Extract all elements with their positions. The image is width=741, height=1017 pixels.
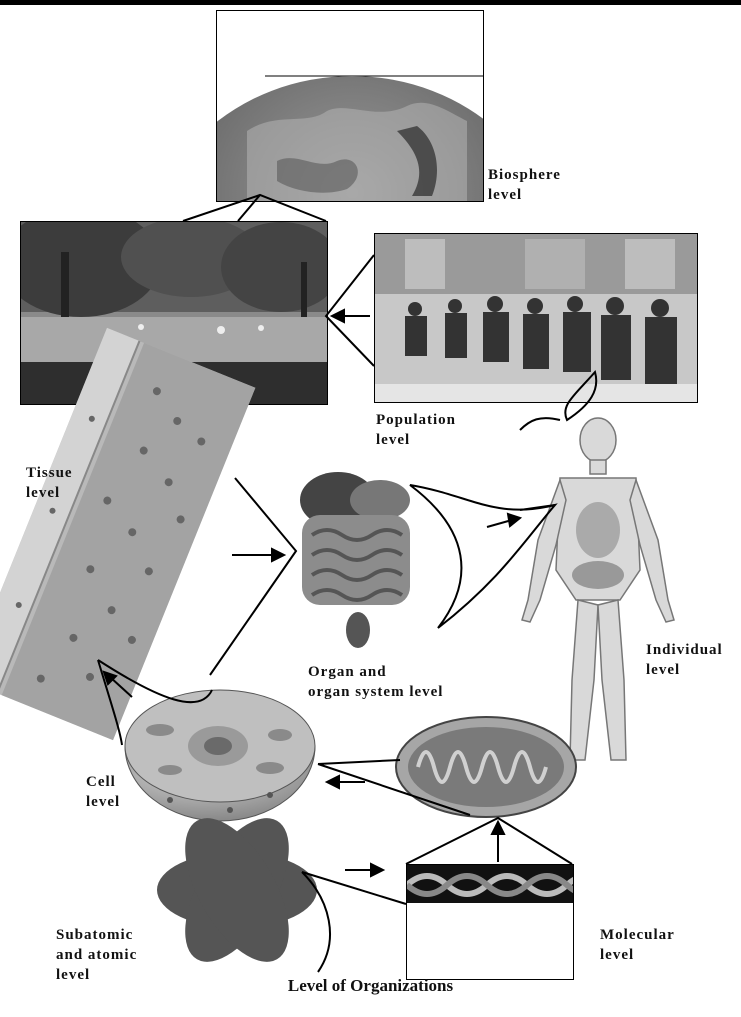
top-rule [0,0,741,5]
figure-caption: Level of Organizations [0,976,741,996]
population-level-label: Population level [376,410,456,450]
earth-globe-graphic [217,11,483,201]
organ-level-label: Organ and organ system level [308,662,443,702]
community-image [20,221,328,405]
tissue-level-label: Tissue level [26,463,73,503]
biosphere-image [216,10,484,202]
molecular-image [406,864,574,980]
cell-level-label: Cell level [86,772,120,812]
community-level-label: Community level [96,408,221,428]
individual-level-label: Individual level [646,640,723,680]
park-trees-graphic [21,222,327,404]
population-image [374,233,698,403]
biosphere-level-label: Biosphere level [488,165,561,205]
audience-crowd-graphic [375,234,697,402]
molecular-level-label: Molecular level [600,925,675,965]
dna-strand-graphic [407,865,573,979]
